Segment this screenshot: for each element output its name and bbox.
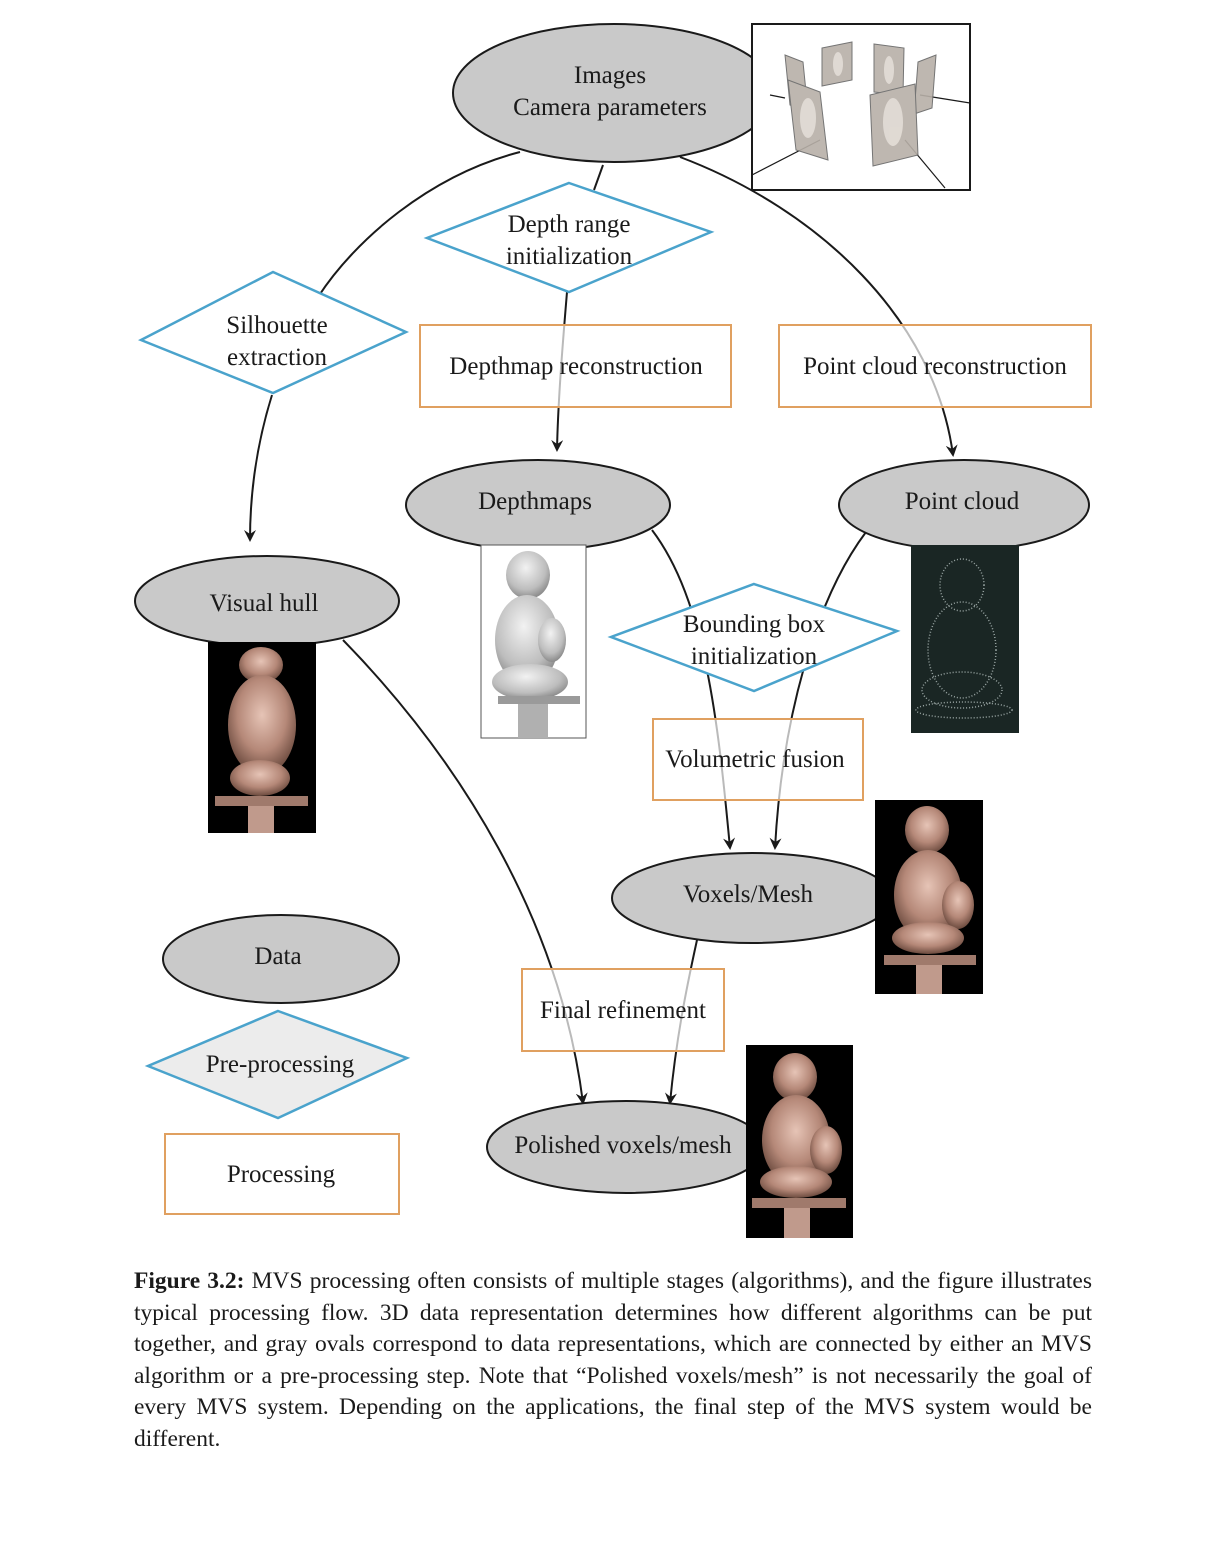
legend-preprocessing: Pre-processing [144, 1009, 411, 1120]
legend-processing-label: Processing [227, 1161, 336, 1188]
edge-images-to-silhouette [317, 151, 521, 298]
preprocessing-node-depth-range: Depth range initialization [423, 181, 715, 294]
processing-node-point-cloud-reconstruction: Point cloud reconstruction [778, 324, 1092, 408]
point-cloud-label: Point cloud [905, 488, 1020, 515]
depthmaps-label: Depthmaps [478, 488, 592, 515]
legend-processing: Processing [164, 1133, 400, 1215]
point-cloud-reconstruction-label: Point cloud reconstruction [803, 353, 1067, 380]
silhouette-label-line2: extraction [227, 344, 327, 371]
volumetric-fusion-label: Volumetric fusion [665, 746, 845, 773]
processing-node-final-refinement: Final refinement [521, 968, 725, 1052]
polished-label: Polished voxels/mesh [514, 1132, 732, 1159]
polished-mesh-thumbnail [746, 1045, 853, 1238]
figure-caption: Figure 3.2: MVS processing often consist… [134, 1266, 1092, 1455]
legend: Data Pre-processing Processing [144, 914, 411, 1215]
edge-images-to-point-cloud [679, 156, 958, 457]
depthmap-thumbnail [480, 544, 587, 739]
visual-hull-thumbnail [208, 642, 316, 833]
visual-hull-label: Visual hull [210, 590, 319, 617]
figure-caption-text: MVS processing often consists of multipl… [134, 1268, 1092, 1452]
data-node-visual-hull: Visual hull [134, 555, 400, 647]
images-label-line2: Camera parameters [513, 94, 707, 121]
data-node-depthmaps: Depthmaps [405, 459, 671, 551]
legend-preprocessing-label: Pre-processing [206, 1051, 355, 1078]
mvs-flow-diagram: Images Camera parameters Depthmaps Point… [134, 23, 1092, 1238]
depth-range-label-line2: initialization [506, 243, 633, 270]
final-refinement-label: Final refinement [540, 997, 706, 1024]
preprocessing-node-bounding-box: Bounding box initialization [607, 582, 901, 693]
depthmap-reconstruction-label: Depthmap reconstruction [449, 353, 703, 380]
edge-images-to-depth-range [593, 164, 604, 191]
images-label-line1: Images [574, 62, 646, 89]
data-node-images: Images Camera parameters [452, 23, 776, 163]
voxels-mesh-thumbnail [875, 800, 983, 994]
figure-caption-label: Figure 3.2: [134, 1268, 245, 1294]
data-node-polished: Polished voxels/mesh [486, 1100, 766, 1194]
processing-node-depthmap-reconstruction: Depthmap reconstruction [419, 324, 732, 408]
bounding-box-label-line2: initialization [691, 643, 818, 670]
legend-data: Data [162, 914, 400, 1004]
voxels-mesh-label: Voxels/Mesh [683, 881, 814, 908]
data-node-voxels-mesh: Voxels/Mesh [611, 852, 893, 944]
processing-node-volumetric-fusion: Volumetric fusion [652, 718, 864, 801]
camera-setup-illustration [751, 23, 971, 191]
preprocessing-node-silhouette: Silhouette extraction [137, 270, 410, 395]
legend-data-label: Data [254, 943, 301, 970]
depth-range-label-line1: Depth range [508, 211, 631, 238]
silhouette-label-line1: Silhouette [226, 312, 327, 339]
data-node-point-cloud: Point cloud [838, 459, 1090, 551]
point-cloud-thumbnail [911, 545, 1019, 733]
edge-silhouette-to-visual-hull [244, 394, 273, 542]
bounding-box-label-line1: Bounding box [683, 611, 826, 638]
